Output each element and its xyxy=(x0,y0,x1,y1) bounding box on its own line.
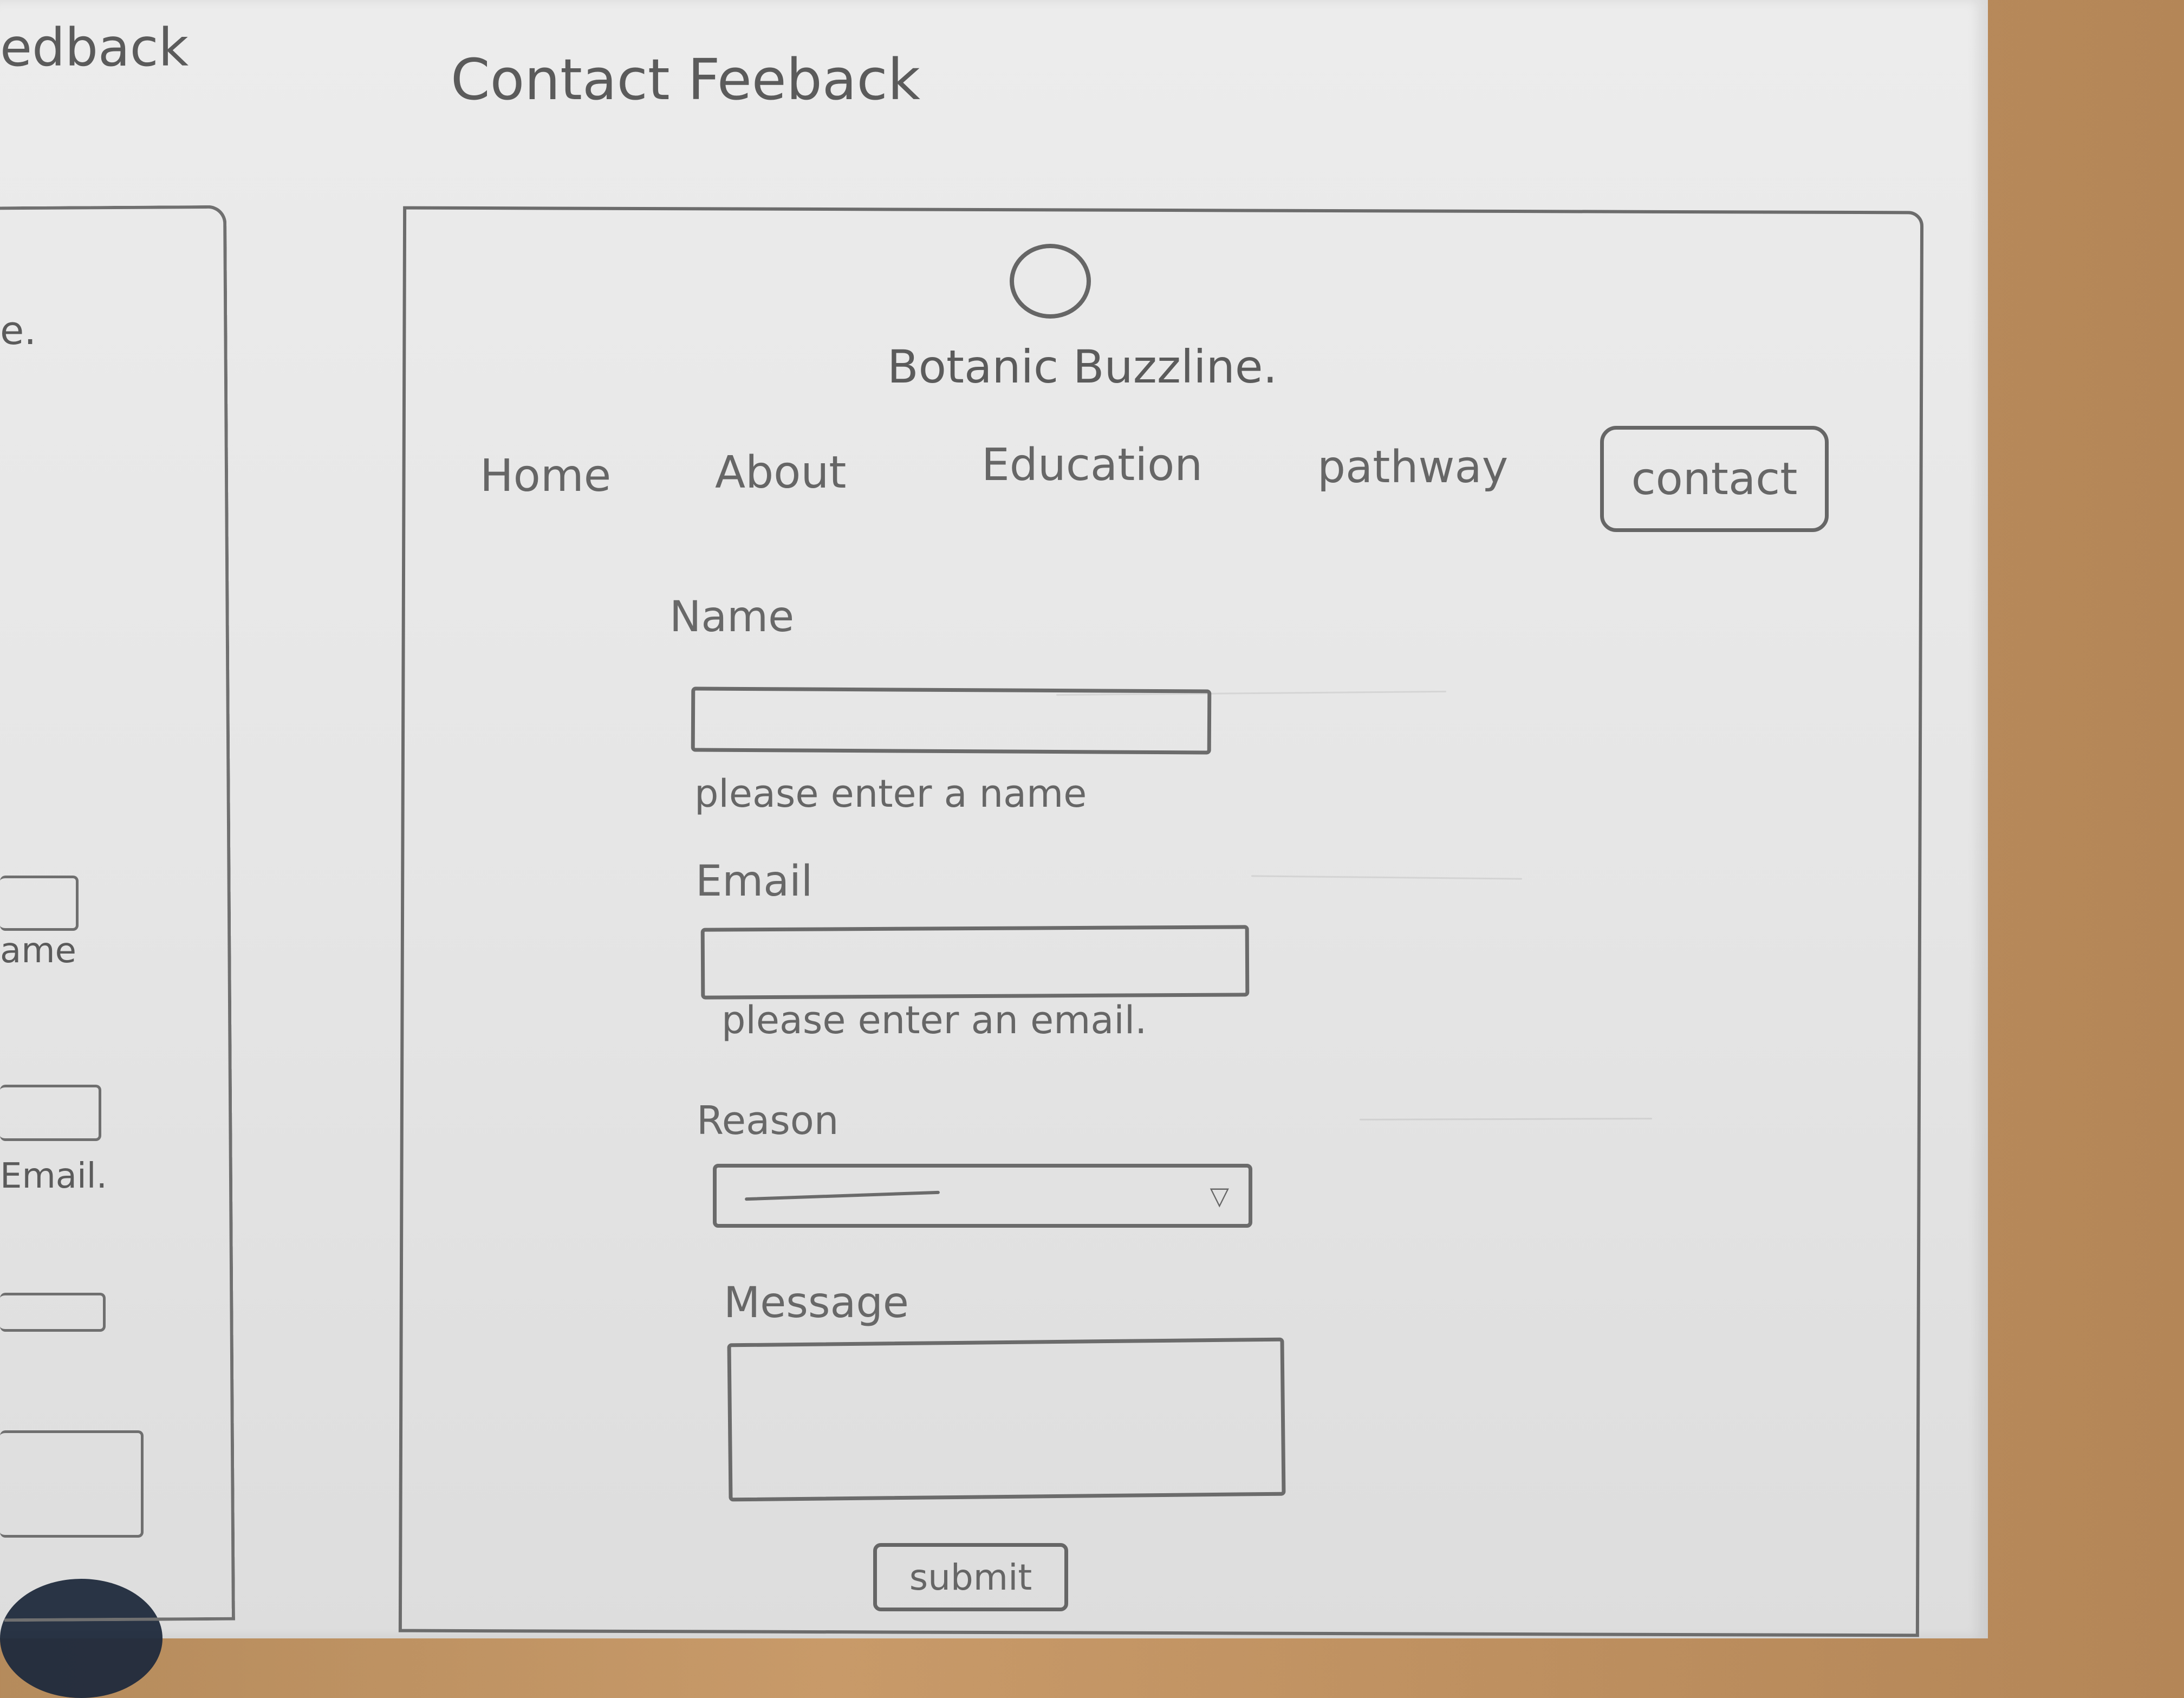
left-fragment-three: Email. xyxy=(0,1156,107,1196)
app-name: Botanic Buzzline. xyxy=(887,340,1278,393)
submit-button[interactable]: submit xyxy=(873,1543,1068,1611)
logo-circle-icon xyxy=(1010,244,1091,319)
nav-home[interactable]: Home xyxy=(480,450,612,502)
name-label: Name xyxy=(670,593,795,641)
sheet-title: Contact Feeback xyxy=(451,47,920,113)
message-textarea[interactable] xyxy=(727,1337,1286,1502)
nav-contact-label: contact xyxy=(1631,453,1798,505)
message-label: Message xyxy=(724,1279,909,1327)
reason-selected-value xyxy=(745,1190,940,1201)
submit-label: submit xyxy=(909,1556,1032,1598)
nav-about[interactable]: About xyxy=(715,447,847,498)
left-input-box-two xyxy=(0,1085,101,1141)
email-input[interactable] xyxy=(700,925,1250,1000)
left-fragment-two: ame xyxy=(0,931,76,971)
left-input-box-one xyxy=(0,876,79,931)
dropdown-arrow-icon: ▽ xyxy=(1210,1181,1229,1210)
nav-pathway[interactable]: pathway xyxy=(1317,442,1509,493)
nav-education[interactable]: Education xyxy=(981,439,1203,491)
email-label: Email xyxy=(696,857,813,906)
name-input[interactable] xyxy=(691,686,1212,755)
reason-label: Reason xyxy=(697,1098,839,1143)
email-help-text: please enter an email. xyxy=(722,998,1147,1042)
left-fragment-one: e. xyxy=(0,308,37,353)
paper-sheet xyxy=(0,0,1988,1638)
nav-contact[interactable]: contact xyxy=(1600,426,1829,532)
left-select-box xyxy=(0,1293,106,1332)
left-message-box xyxy=(0,1430,144,1538)
reason-select[interactable]: ▽ xyxy=(713,1164,1252,1228)
left-heading-fragment: edback xyxy=(0,17,189,78)
name-help-text: please enter a name xyxy=(694,772,1087,816)
